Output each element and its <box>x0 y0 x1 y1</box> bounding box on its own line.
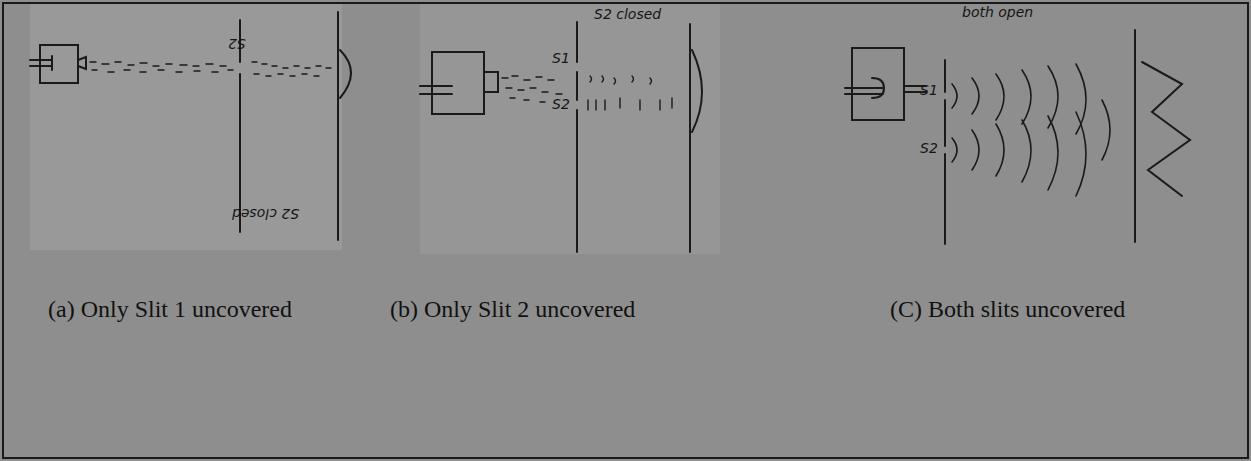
slit-label: S2 <box>552 96 570 112</box>
screen <box>337 12 339 240</box>
particle-stream <box>90 62 233 72</box>
slit-label: S2 <box>920 140 938 156</box>
handwritten-note: both open <box>962 4 1033 20</box>
source-gun <box>420 52 498 114</box>
panel-caption: (a) Only Slit 1 uncovered <box>48 296 292 323</box>
source-gun <box>30 45 86 83</box>
screen <box>689 24 691 252</box>
screen <box>1134 30 1136 242</box>
handwritten-note: S2 closed <box>594 6 661 22</box>
paper-patch <box>420 4 720 254</box>
slit-barrier <box>576 22 578 252</box>
wavefronts <box>952 64 1110 196</box>
interference-pattern <box>1142 62 1190 196</box>
panel-caption: (b) Only Slit 2 uncovered <box>390 296 635 323</box>
particle-stream <box>252 62 331 76</box>
handwritten-note: S2 closed <box>232 206 299 222</box>
slit-label: S2 <box>228 36 246 52</box>
intensity-curve <box>340 50 351 98</box>
paper-patch <box>30 4 342 250</box>
slit-label: S1 <box>552 50 570 66</box>
slit-barrier <box>944 60 946 244</box>
slit-label: S1 <box>920 82 938 98</box>
particle-stream <box>588 76 672 110</box>
intensity-curve <box>692 50 702 132</box>
source-gun <box>845 48 926 120</box>
panel-caption: (C) Both slits uncovered <box>890 296 1125 323</box>
